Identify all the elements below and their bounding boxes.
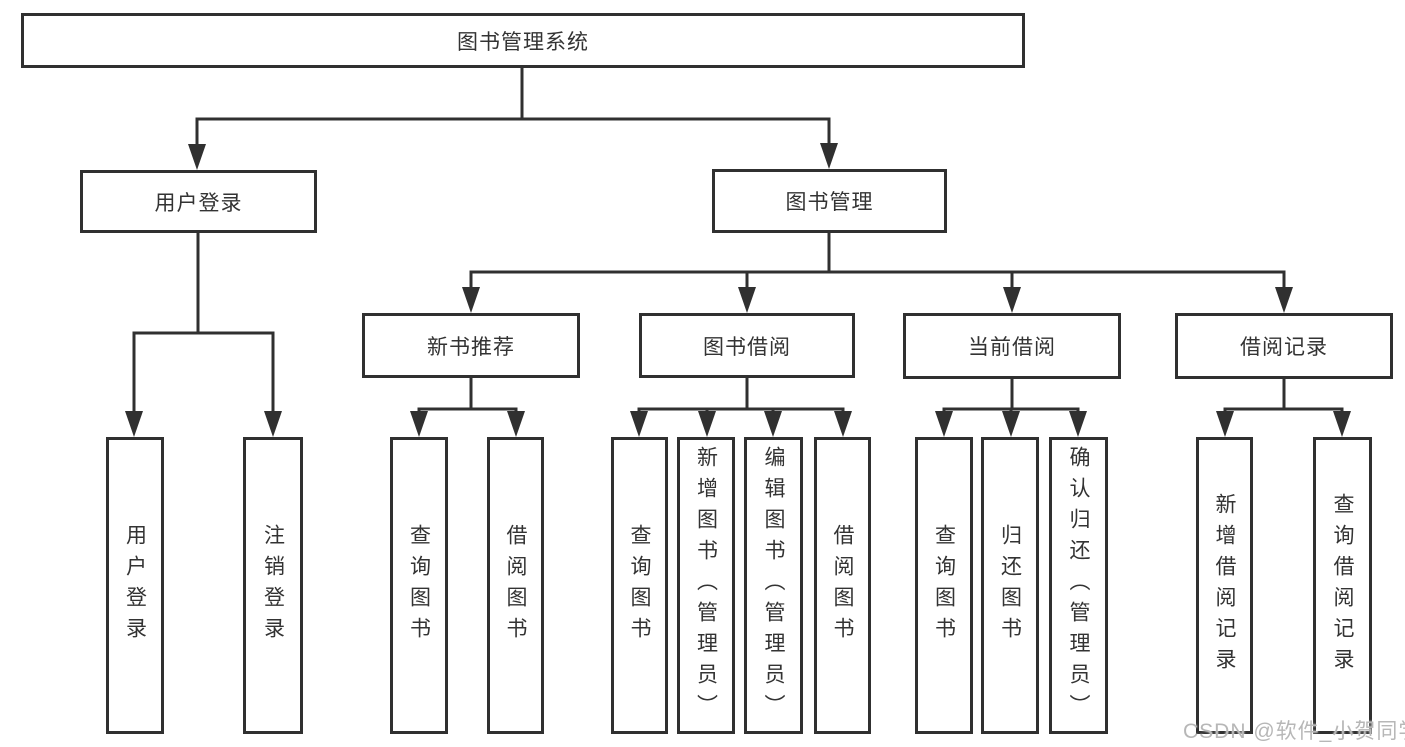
leaf-query-books-recommend: 查询图书: [390, 437, 448, 734]
leaf-confirm-return-admin: 确认归还（管理员）: [1049, 437, 1108, 734]
leaf-query-borrow-record: 查询借阅记录: [1313, 437, 1372, 734]
node-root: 图书管理系统: [21, 13, 1025, 68]
leaf-query-books-borrow: 查询图书: [611, 437, 668, 734]
node-user-login: 用户登录: [80, 170, 317, 233]
node-book-management: 图书管理: [712, 169, 947, 233]
leaf-add-borrow-record: 新增借阅记录: [1196, 437, 1253, 734]
leaf-edit-book-admin: 编辑图书（管理员）: [744, 437, 803, 734]
node-current-borrow: 当前借阅: [903, 313, 1121, 379]
node-borrow-records: 借阅记录: [1175, 313, 1393, 379]
leaf-borrow-books-recommend: 借阅图书: [487, 437, 544, 734]
node-book-borrow: 图书借阅: [639, 313, 855, 378]
watermark: CSDN @软件_小贺同学: [1183, 720, 1405, 743]
leaf-user-login: 用户登录: [106, 437, 164, 734]
leaf-add-book-admin: 新增图书（管理员）: [677, 437, 735, 734]
node-new-book-recommend: 新书推荐: [362, 313, 580, 378]
leaf-logout: 注销登录: [243, 437, 303, 734]
arrow-icon: [125, 143, 1351, 437]
leaf-borrow-books: 借阅图书: [814, 437, 871, 734]
leaf-query-books-current: 查询图书: [915, 437, 973, 734]
leaf-return-book: 归还图书: [981, 437, 1039, 734]
